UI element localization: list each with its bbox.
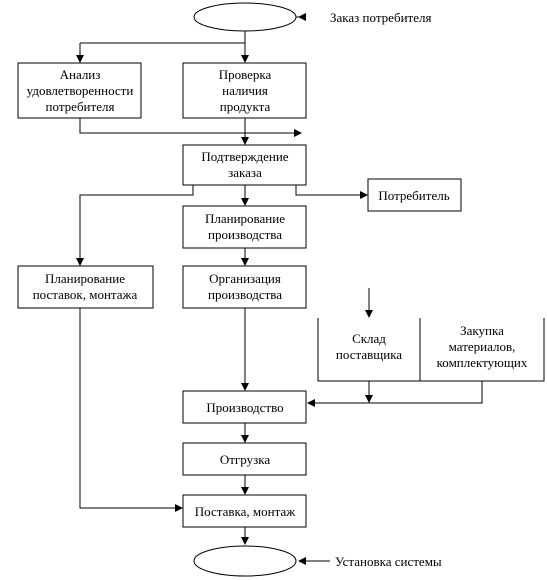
node-check-line-3: продукта bbox=[220, 99, 271, 114]
end-ellipse bbox=[193, 545, 297, 577]
arrow-to-prod-org bbox=[241, 258, 249, 266]
node-prod-plan-line-2: производства bbox=[208, 227, 282, 242]
node-purchase-line-2: материалов, bbox=[449, 339, 516, 354]
arrow-to-production bbox=[241, 383, 249, 391]
arrow-to-analysis bbox=[76, 55, 84, 63]
node-delivery-label: Поставка, монтаж bbox=[195, 504, 296, 519]
node-shipment bbox=[182, 442, 307, 476]
node-prod-org-line-1: Организация bbox=[209, 271, 281, 286]
start-label: Заказ потребителя bbox=[330, 10, 431, 25]
node-check-line-2: наличия bbox=[222, 83, 268, 98]
node-prod-org bbox=[182, 265, 307, 309]
node-confirm-line-1: Подтверждение bbox=[201, 149, 288, 164]
arrow-supply-to-delivery bbox=[175, 504, 183, 512]
node-analysis-line-2: удовлетворенности bbox=[27, 83, 134, 98]
node-prod-plan-line-1: Планирование bbox=[205, 211, 285, 226]
edge-confirm-to-supply-plan bbox=[79, 185, 194, 259]
node-warehouse-line-2: поставщика bbox=[336, 347, 402, 362]
node-supply-plan bbox=[17, 265, 154, 309]
node-purchase-line-1: Закупка bbox=[460, 323, 504, 338]
node-supply-plan-line-1: Планирование bbox=[45, 271, 125, 286]
edge-analysis-to-confirm bbox=[79, 118, 295, 134]
node-analysis-line-3: потребителя bbox=[46, 99, 115, 114]
arrow-to-production-right bbox=[307, 399, 315, 407]
arrow-to-delivery bbox=[241, 487, 249, 495]
node-shipment-label: Отгрузка bbox=[220, 452, 270, 467]
edge-purchase-to-production bbox=[314, 381, 483, 404]
start-pointer-arrow bbox=[298, 13, 306, 21]
edge-confirm-to-consumer bbox=[295, 185, 361, 196]
node-prod-org-line-2: производства bbox=[208, 287, 282, 302]
node-check-line-1: Проверка bbox=[219, 67, 272, 82]
end-label: Установка системы bbox=[335, 554, 442, 569]
node-confirm bbox=[182, 144, 307, 186]
node-prod-plan bbox=[182, 205, 307, 249]
node-supply-plan-line-2: поставок, монтажа bbox=[33, 287, 138, 302]
node-analysis-line-1: Анализ bbox=[60, 67, 101, 82]
arrow-to-check bbox=[241, 55, 249, 63]
node-production bbox=[182, 390, 307, 424]
arrow-analysis-to-confirm bbox=[294, 129, 302, 137]
node-production-label: Производство bbox=[206, 400, 283, 415]
arrow-to-shipment bbox=[241, 435, 249, 443]
arrow-into-warehouse bbox=[365, 310, 373, 318]
node-confirm-line-2: заказа bbox=[228, 165, 262, 180]
start-ellipse bbox=[193, 2, 297, 32]
arrow-warehouse-down bbox=[365, 395, 373, 403]
node-consumer-label: Потребитель bbox=[378, 188, 449, 203]
edge-supply-plan-to-delivery bbox=[79, 308, 176, 509]
node-purchase-line-3: комплектующих bbox=[437, 355, 528, 370]
arrow-to-supply-plan bbox=[76, 258, 84, 266]
node-delivery bbox=[182, 494, 307, 528]
arrow-to-end bbox=[241, 537, 249, 545]
node-analysis bbox=[17, 62, 142, 119]
node-warehouse-line-1: Склад bbox=[352, 331, 386, 346]
arrow-to-consumer bbox=[360, 191, 368, 199]
arrow-to-prod-plan bbox=[241, 198, 249, 206]
arrow-check-to-confirm bbox=[241, 137, 249, 145]
end-pointer-arrow bbox=[298, 557, 306, 565]
node-consumer bbox=[367, 178, 462, 212]
